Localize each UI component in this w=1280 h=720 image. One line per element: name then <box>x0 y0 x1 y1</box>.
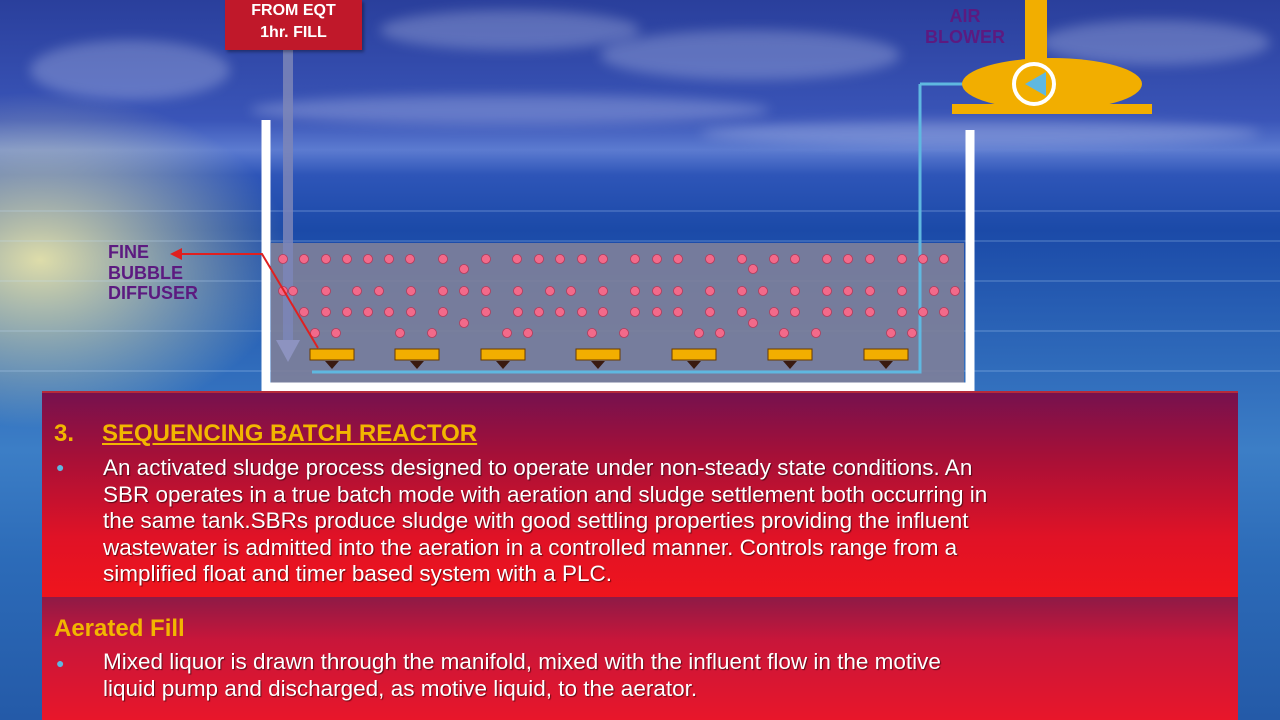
section-description: An activated sludge process designed to … <box>103 455 1233 588</box>
aerated-fill-panel: Aerated Fill ● Mixed liquor is drawn thr… <box>42 597 1238 720</box>
subsection-description-line: liquid pump and discharged, as motive li… <box>103 675 698 701</box>
air-blower-label-line1: AIR <box>949 6 981 26</box>
diffuser-pointer-arrow <box>180 253 319 349</box>
subsection-description: Mixed liquor is drawn through the manifo… <box>103 649 1233 702</box>
diffuser-label-line2: BUBBLE <box>108 262 183 283</box>
text-panel: 3. SEQUENCING BATCH REACTOR ● An activate… <box>42 391 1238 720</box>
bullet-dot-icon: ● <box>56 655 65 671</box>
section-description-line: SBR operates in a true batch mode with a… <box>103 481 988 507</box>
sbr-tank-diagram <box>170 0 1152 392</box>
section-description-line: the same tank.SBRs produce sludge with g… <box>103 508 969 533</box>
fine-bubble-diffusers <box>309 348 909 361</box>
diffuser-nozzles <box>325 361 893 369</box>
inlet-label-line2: 1hr. FILL <box>260 24 327 41</box>
inlet-arrow-head <box>276 340 300 362</box>
diffuser-label-line1: FINE <box>108 242 150 262</box>
tank-liquid <box>271 243 964 385</box>
tank-wall <box>261 120 975 392</box>
sbr-description-panel: 3. SEQUENCING BATCH REACTOR ● An activate… <box>42 391 1238 599</box>
diffuser-label-line3: DIFFUSER <box>108 283 198 304</box>
air-bubbles <box>278 254 960 338</box>
section-description-line: simplified float and timer based system … <box>103 561 612 586</box>
inlet-pipe <box>283 48 293 348</box>
bullet-dot-icon: ● <box>56 459 65 475</box>
section-description-line: wastewater is admitted into the aeration… <box>103 534 958 560</box>
section-number: 3. <box>54 420 75 447</box>
air-blower-icon <box>952 0 1152 114</box>
section-title: SEQUENCING BATCH REACTOR <box>102 420 478 447</box>
air-blower-label-line2: BLOWER <box>925 26 1005 47</box>
air-supply-pipe <box>312 84 922 374</box>
subsection-description-line: Mixed liquor is drawn through the manifo… <box>103 649 941 674</box>
section-description-line: An activated sludge process designed to … <box>103 455 973 480</box>
subsection-title: Aerated Fill <box>54 615 185 642</box>
section-heading: 3. SEQUENCING BATCH REACTOR <box>54 420 477 448</box>
inlet-label-line1: FROM EQT <box>251 2 336 19</box>
air-blower-label: AIR BLOWER <box>916 6 1014 47</box>
diffuser-label: FINE BUBBLE DIFFUSER <box>108 242 198 304</box>
inlet-label-box: FROM EQT 1hr. FILL <box>225 0 362 50</box>
